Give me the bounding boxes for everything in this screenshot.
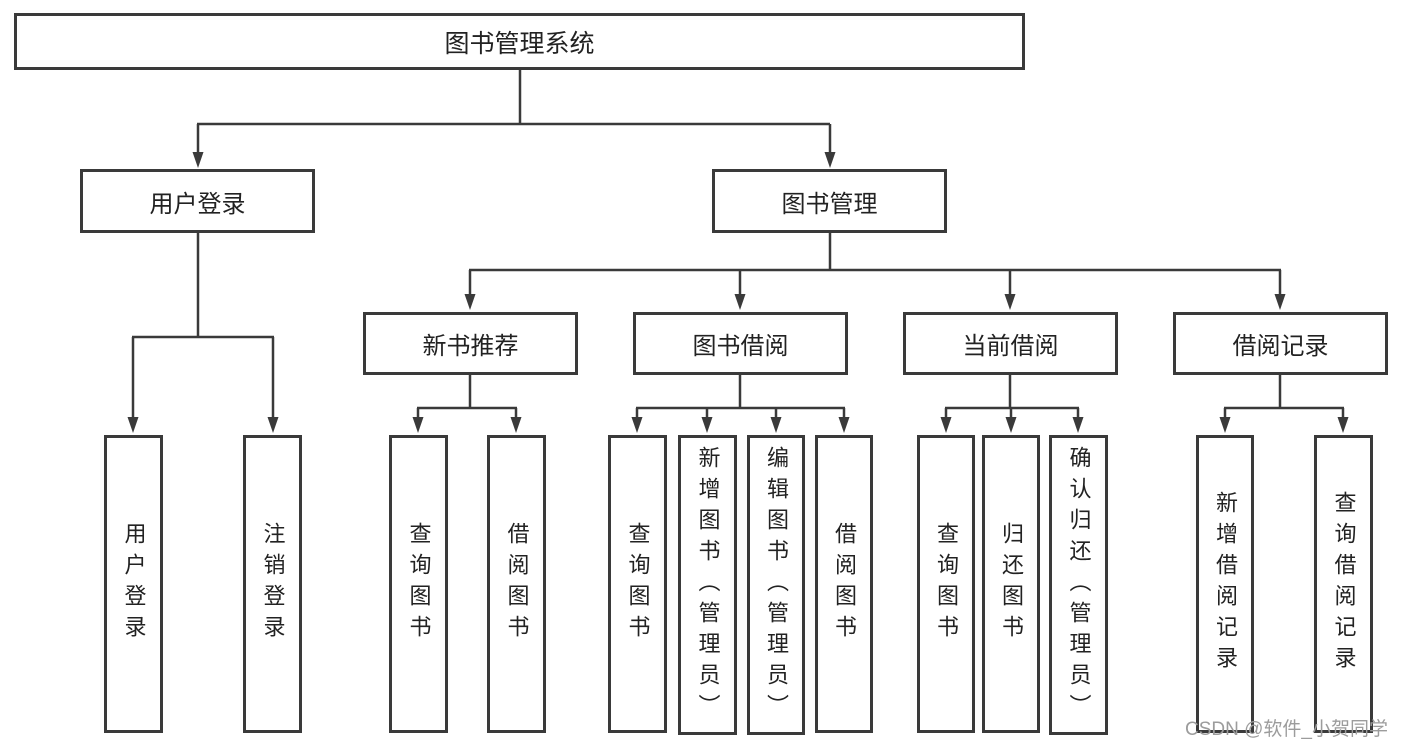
node-label: 新增图书（管理员）: [695, 445, 721, 725]
node-borrow-books-recommend: 借阅图书: [487, 435, 546, 733]
node-user-login-branch: 用户登录: [80, 169, 315, 233]
node-label: 查询图书: [406, 522, 432, 646]
node-label: 借阅记录: [1232, 333, 1329, 360]
node-query-books-borrowing: 查询图书: [608, 435, 667, 733]
node-label: 当前借阅: [962, 333, 1059, 360]
node-label: 借阅图书: [504, 522, 530, 646]
node-label: 新增借阅记录: [1213, 491, 1238, 677]
node-add-borrow-record: 新增借阅记录: [1196, 435, 1254, 733]
node-query-books-recommend: 查询图书: [389, 435, 448, 733]
node-label: 用户登录: [149, 190, 246, 218]
node-label: 图书管理系统: [444, 29, 595, 58]
node-book-management: 图书管理: [712, 169, 947, 233]
node-book-borrowing: 图书借阅: [633, 312, 848, 375]
node-label: 查询图书: [625, 522, 651, 646]
node-borrowing-records: 借阅记录: [1173, 312, 1388, 375]
node-edit-books-admin: 编辑图书（管理员）: [747, 435, 805, 735]
node-label: 新书推荐: [422, 333, 519, 360]
node-borrow-books: 借阅图书: [815, 435, 873, 733]
node-label: 归还图书: [999, 522, 1024, 646]
node-label: 借阅图书: [832, 522, 857, 646]
node-add-books-admin: 新增图书（管理员）: [678, 435, 737, 735]
node-query-books-current: 查询图书: [917, 435, 975, 733]
node-confirm-return-admin: 确认归还（管理员）: [1049, 435, 1108, 735]
node-logout: 注销登录: [243, 435, 302, 733]
node-label: 注销登录: [260, 522, 286, 646]
node-label: 查询借阅记录: [1331, 491, 1357, 677]
node-query-borrow-record: 查询借阅记录: [1314, 435, 1373, 733]
node-label: 用户登录: [121, 522, 147, 646]
node-current-borrowing: 当前借阅: [903, 312, 1118, 375]
node-label: 确认归还（管理员）: [1066, 445, 1092, 725]
node-library-management-system: 图书管理系统: [14, 13, 1025, 70]
node-label: 编辑图书（管理员）: [764, 445, 789, 725]
node-label: 图书管理: [781, 190, 878, 218]
node-label: 图书借阅: [692, 333, 789, 360]
node-user-login-leaf: 用户登录: [104, 435, 163, 733]
node-new-book-recommendation: 新书推荐: [363, 312, 578, 375]
node-label: 查询图书: [934, 522, 959, 646]
csdn-watermark: CSDN @软件_小贺同学: [1185, 719, 1388, 740]
node-return-books: 归还图书: [982, 435, 1040, 733]
